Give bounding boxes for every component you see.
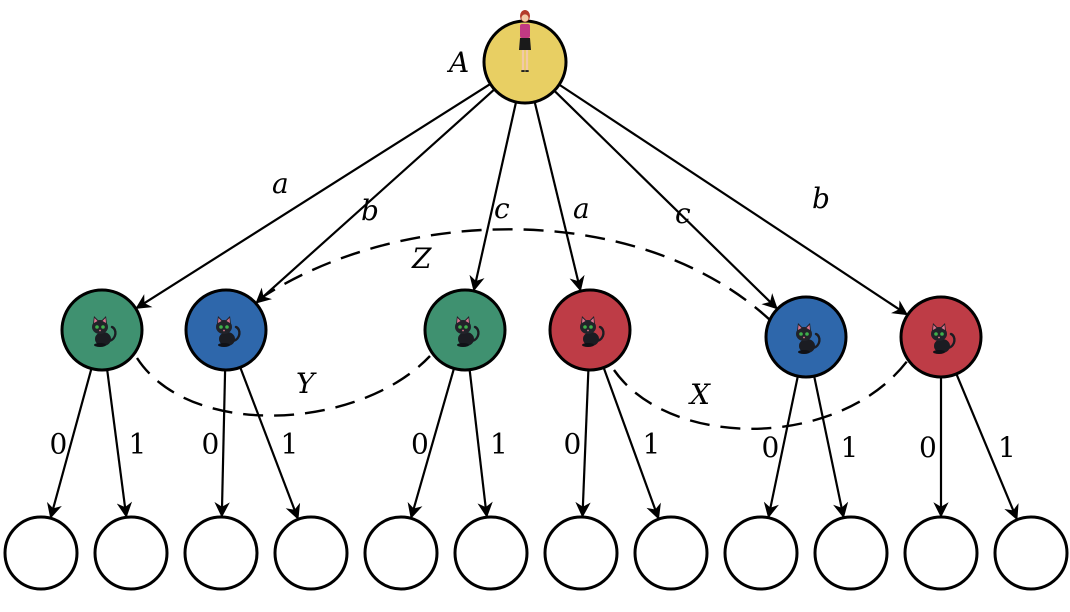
leaf-edge-1 xyxy=(813,375,849,519)
info-set-y-curve xyxy=(135,355,431,417)
root-edge-b xyxy=(558,83,909,316)
leaf-edge-label-1: 1 xyxy=(643,428,661,461)
leaf-edge-label-0: 0 xyxy=(411,428,429,461)
root-edge-c xyxy=(553,89,778,310)
leaf-edge-0 xyxy=(46,368,93,519)
leaf-edge-1 xyxy=(602,367,661,520)
terminal-node xyxy=(723,515,799,591)
root-edge-b xyxy=(255,88,496,304)
terminal-node xyxy=(3,515,79,591)
terminal-node xyxy=(363,515,439,591)
root-edge-a xyxy=(135,83,491,309)
info-set-z-label: Z xyxy=(411,242,432,275)
leaf-edge-label-0: 0 xyxy=(762,431,780,464)
terminal-node xyxy=(273,515,349,591)
leaf-edge-label-0: 0 xyxy=(50,428,68,461)
edge-label-b-2: b xyxy=(812,182,830,215)
edge-label-b-1: b xyxy=(361,194,379,227)
leaf-edge-label-1: 1 xyxy=(841,431,859,464)
terminal-node xyxy=(903,515,979,591)
leaf-edge-label-1: 1 xyxy=(129,428,147,461)
leaf-edge-1 xyxy=(468,369,493,518)
decision-node-red xyxy=(899,295,983,379)
terminal-node xyxy=(633,515,709,591)
terminal-node xyxy=(993,515,1069,591)
leaf-edge-label-1: 1 xyxy=(490,428,508,461)
edge-label-a-1: a xyxy=(272,167,289,200)
decision-node-green xyxy=(423,288,507,372)
leaf-edge-label-0: 0 xyxy=(564,428,582,461)
terminal-node xyxy=(543,515,619,591)
info-set-y-label: Y xyxy=(296,367,317,400)
decision-node-green xyxy=(60,288,144,372)
leaf-edge-label-0: 0 xyxy=(202,428,220,461)
terminal-node xyxy=(813,515,889,591)
leaf-edge-0 xyxy=(763,375,799,519)
terminal-node xyxy=(93,515,169,591)
info-set-x-curve xyxy=(613,359,909,430)
leaf-edge-1 xyxy=(106,369,133,518)
leaf-edge-label-0: 0 xyxy=(919,431,937,464)
leaf-edge-label-1: 1 xyxy=(998,431,1016,464)
leaf-edge-1 xyxy=(955,373,1019,521)
terminal-node xyxy=(453,515,529,591)
edge-label-c-1: c xyxy=(494,192,510,225)
root-label: A xyxy=(446,46,469,79)
edge-label-a-2: a xyxy=(573,192,590,225)
leaf-edge-1 xyxy=(239,366,301,520)
leaf-edge-label-1: 1 xyxy=(281,428,299,461)
leaf-edge-0 xyxy=(575,369,591,518)
root-edge-c xyxy=(469,101,518,292)
info-set-x-label: X xyxy=(688,378,711,411)
decision-node-blue xyxy=(764,295,848,379)
root-node xyxy=(482,8,568,105)
info-set-z-curve xyxy=(257,228,771,321)
terminal-node xyxy=(183,515,259,591)
root-edge-a xyxy=(533,101,585,292)
edge-label-c-2: c xyxy=(675,197,691,230)
decision-node-red xyxy=(548,288,632,372)
leaf-edge-0 xyxy=(407,368,456,519)
decision-node-blue xyxy=(184,288,268,372)
leaf-edge-0 xyxy=(214,369,230,518)
